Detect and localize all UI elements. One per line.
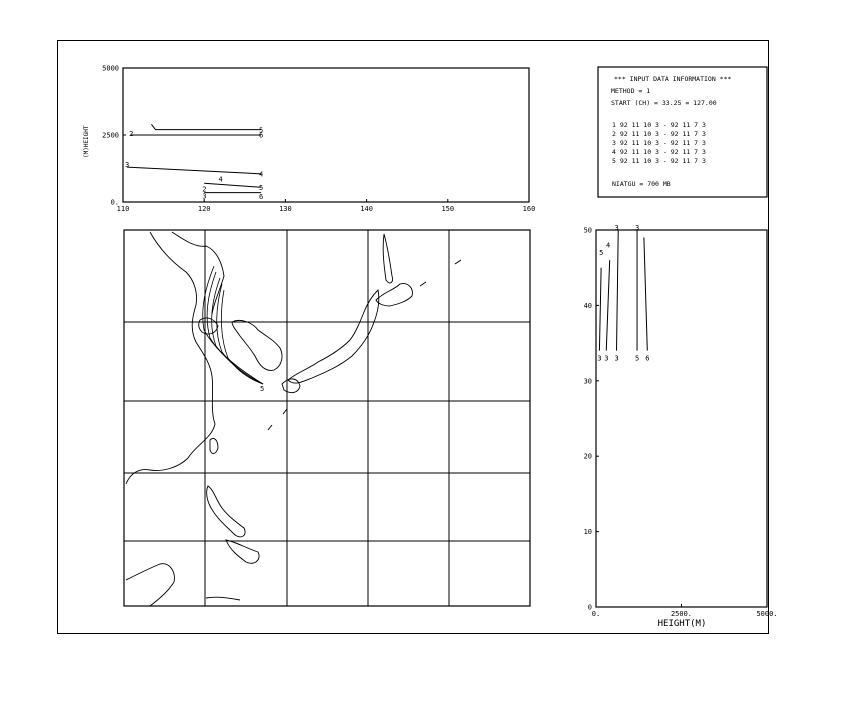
series-line-4	[204, 182, 262, 188]
coast-china	[125, 231, 216, 485]
y-tick-label: 20	[584, 453, 592, 461]
x-tick-label: 130	[279, 205, 292, 213]
coastline	[125, 231, 413, 607]
point-label: 6	[645, 355, 649, 363]
map-grid	[124, 230, 530, 606]
map-point-label: 5	[260, 385, 264, 393]
trajectory-line-5	[220, 289, 264, 385]
trajectory-map: 5	[123, 229, 531, 607]
y-tick-label: 10	[584, 528, 592, 536]
figure-frame	[57, 40, 769, 634]
point-label: 3	[125, 161, 129, 169]
info-row-5: 5 92 11 10 3 - 92 11 7 3	[612, 157, 706, 165]
point-label: 3	[635, 224, 639, 232]
series-line-5	[151, 123, 262, 131]
x-tick-label: 5000.	[756, 610, 777, 618]
x-tick-label: 140	[360, 205, 373, 213]
coast-bohai	[198, 317, 219, 335]
x-tick-label: 2500.	[671, 610, 692, 618]
coast-taiwan	[209, 437, 219, 455]
info-row-2: 2 92 11 10 3 - 92 11 7 3	[612, 130, 706, 138]
point-label: 5	[259, 127, 263, 135]
coast-mongolia-border	[171, 231, 225, 315]
point-label: 2	[129, 130, 133, 138]
point-label: 4	[606, 242, 610, 250]
y-tick-label: 30	[584, 377, 592, 385]
point-label: 5	[599, 249, 603, 257]
info-level: NIATGU = 700 MB	[612, 180, 671, 188]
coast-luzon	[206, 485, 246, 538]
top-y-axis-label: (M)HEIGHT	[83, 125, 90, 158]
point-label: 2	[202, 186, 206, 194]
right-panel-frame	[595, 229, 768, 608]
series-line-7	[643, 237, 648, 351]
x-tick-label: 150	[441, 205, 454, 213]
coast-hokkaido	[375, 283, 413, 307]
coast-japan-honshu	[287, 289, 380, 384]
input-data-information-box: *** INPUT DATA INFORMATION *** METHOD = …	[597, 66, 768, 198]
series-line-3	[598, 267, 602, 351]
y-tick-label: 40	[584, 302, 592, 310]
point-label: 3	[615, 224, 619, 232]
point-label: 4	[259, 170, 263, 178]
point-label: 3	[597, 355, 601, 363]
info-row-3: 3 92 11 10 3 - 92 11 7 3	[612, 139, 706, 147]
y-tick-label: 0	[588, 604, 592, 612]
info-method: METHOD = 1	[611, 87, 650, 95]
series-line-4	[605, 260, 611, 351]
trajectory-line-4	[216, 283, 264, 385]
x-tick-label: 110	[117, 205, 130, 213]
point-label: 6	[259, 132, 263, 140]
coast-philippines-south	[225, 539, 260, 564]
y-tick-label: 0.	[111, 199, 119, 207]
point-label: 6	[259, 193, 263, 201]
dashed-marks	[267, 259, 462, 431]
point-label: 3	[604, 355, 608, 363]
info-title: *** INPUT DATA INFORMATION ***	[614, 75, 731, 83]
trajectories	[202, 265, 264, 385]
coast-sakhalin	[382, 233, 393, 284]
coast-korea	[231, 319, 283, 371]
point-label: 3	[615, 355, 619, 363]
info-row-4: 4 92 11 10 3 - 92 11 7 3	[612, 148, 706, 156]
right-x-axis-label: HEIGHT(M)	[658, 619, 707, 629]
y-tick-label: 5000	[102, 65, 119, 73]
coast-japan-kyushu	[281, 378, 301, 394]
point-label: 5	[259, 184, 263, 192]
info-row-1: 1 92 11 10 3 - 92 11 7 3	[612, 121, 706, 129]
trajectory-line-2	[206, 271, 264, 385]
x-tick-label: 160	[523, 205, 536, 213]
y-tick-label: 50	[584, 227, 592, 235]
series-line-5	[616, 229, 619, 351]
coast-borneo	[205, 596, 241, 601]
map-frame	[123, 229, 531, 607]
coast-vietnam	[125, 563, 175, 607]
x-tick-label: 0.	[592, 610, 600, 618]
series-line-3	[127, 166, 262, 175]
info-box-frame	[597, 66, 768, 198]
point-label: 3	[202, 193, 206, 201]
info-start: START (CH) = 33.25 = 127.00	[611, 99, 717, 107]
point-label: 5	[635, 355, 639, 363]
point-label: 4	[218, 176, 222, 184]
x-tick-label: 120	[198, 205, 211, 213]
y-tick-label: 2500	[102, 132, 119, 140]
